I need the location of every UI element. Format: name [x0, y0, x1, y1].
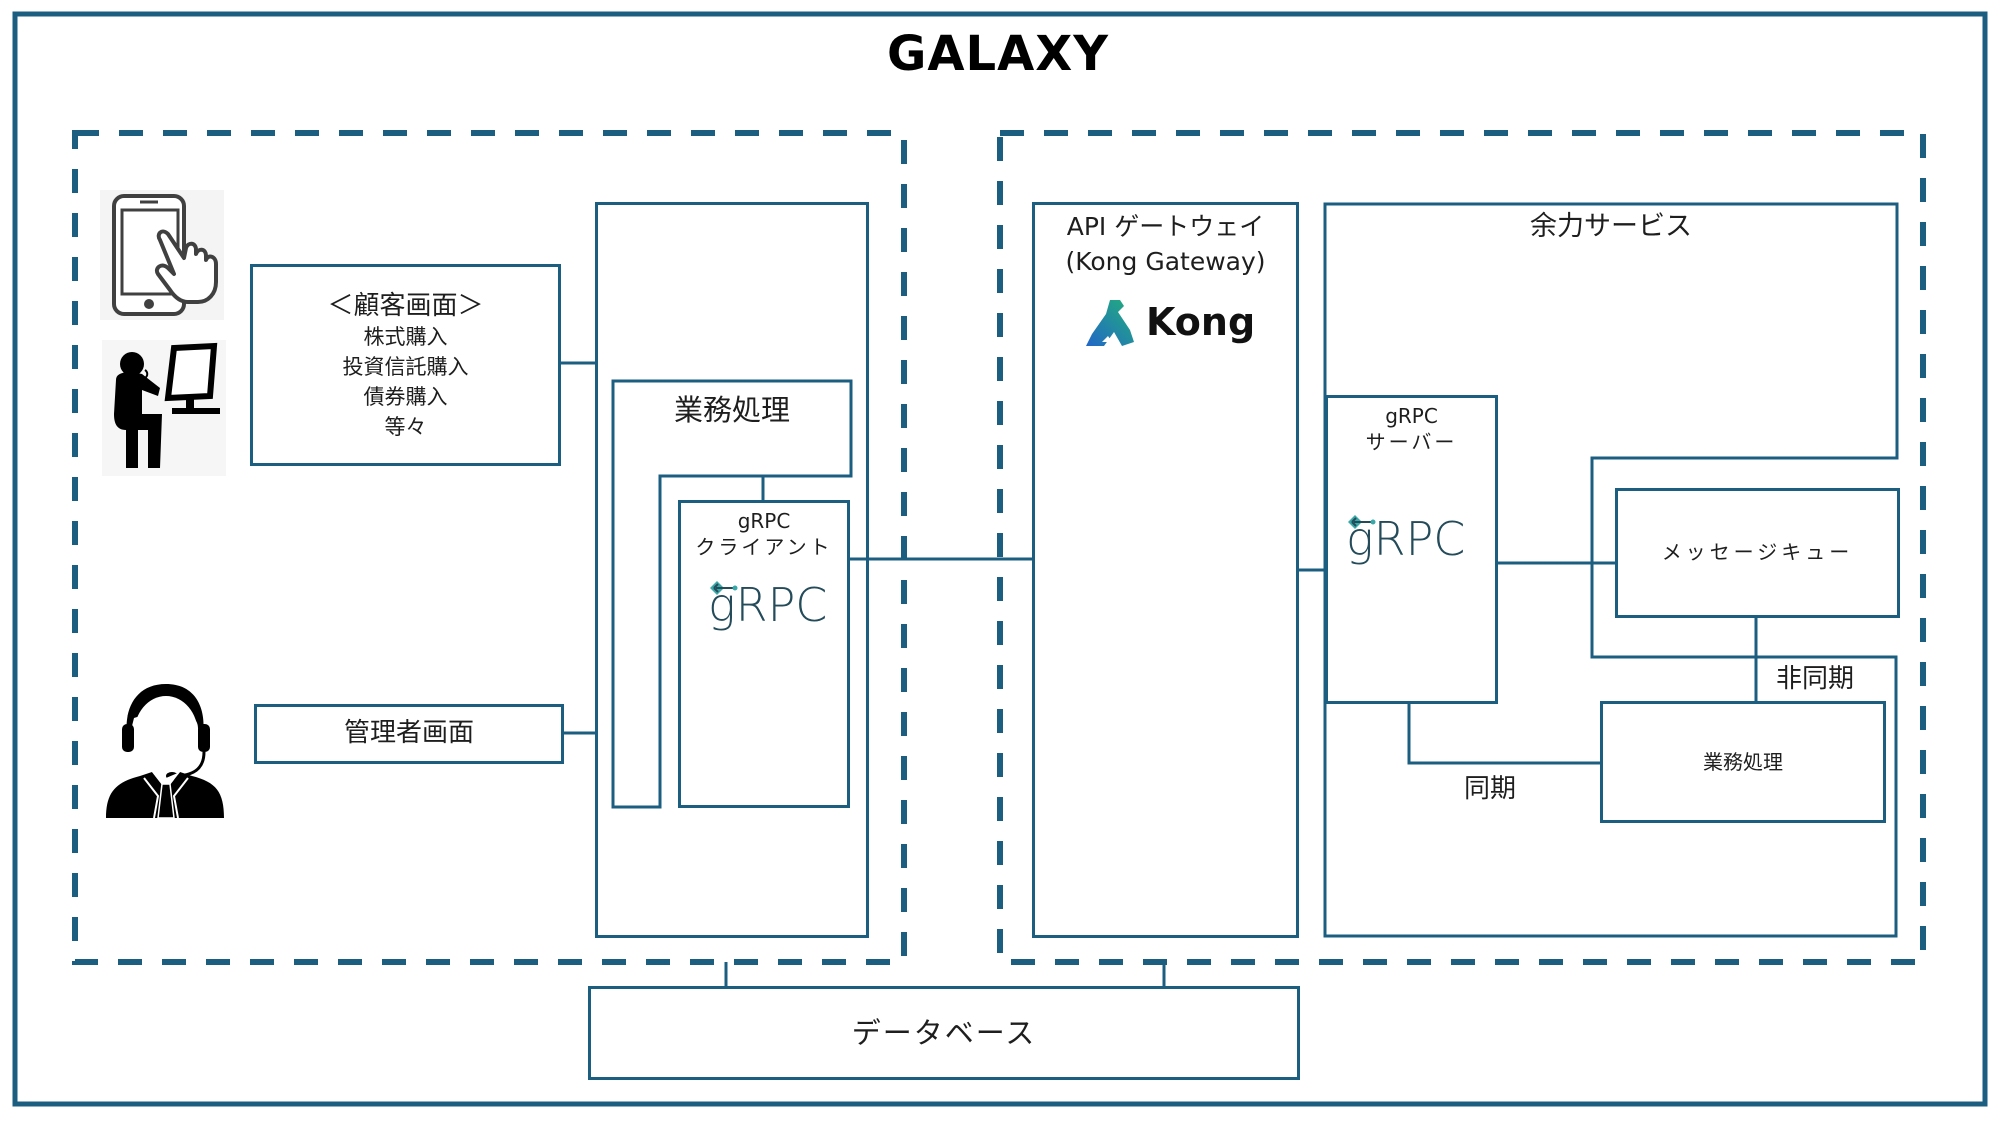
grpc-client-box [678, 500, 850, 808]
diagram-title: GALAXY [886, 26, 1110, 82]
grpc-server-title: gRPC [1385, 404, 1438, 428]
database-label: データベース [851, 1016, 1037, 1050]
grpc-client-title: gRPC [737, 509, 791, 533]
right-business-logic-box [1600, 701, 1886, 823]
left-business-logic-shape [611, 379, 853, 809]
sync-label: 同期 [1463, 774, 1516, 804]
right-business-logic-label: 業務処理 [1703, 750, 1783, 774]
database-box [588, 986, 1300, 1080]
customer-screen-item: 債券購入 [363, 385, 448, 409]
async-label: 非同期 [1775, 664, 1854, 694]
api-gateway-title: API ゲートウェイ [1066, 212, 1265, 241]
sync-connector [1407, 703, 1600, 765]
yoryoku-service-shape [1323, 202, 1899, 938]
admin-screen-box [254, 704, 564, 764]
admin-screen-label: 管理者画面 [343, 718, 474, 748]
customer-screen-item: 投資信託購入 [342, 355, 469, 379]
outer-frame [12, 11, 1988, 1107]
operator-headset-icon [100, 672, 230, 822]
customer-screen-heading: ＜顧客画面＞ [327, 291, 484, 321]
backend-zone-border [997, 130, 1926, 965]
frontend-app-box [595, 202, 869, 938]
grpc-client-subtitle: クライアント [695, 535, 833, 559]
customer-screen-box [250, 264, 561, 466]
smartphone-touch-icon [100, 190, 224, 320]
kong-gorilla-icon [1086, 300, 1134, 346]
kong-logo: Kong [1082, 296, 1256, 352]
api-gateway-subtitle: (Kong Gateway) [1065, 247, 1266, 276]
message-queue-box [1615, 488, 1900, 618]
grpc-logo: gRPC [1340, 508, 1480, 568]
grpc-server-subtitle: サーバー [1365, 430, 1458, 454]
desktop-user-icon [102, 340, 226, 476]
grpc-logo-text: gRPC [1346, 512, 1466, 566]
customer-screen-item: 等々 [384, 415, 427, 439]
kong-logo-text: Kong [1146, 300, 1256, 344]
grpc-server-box [1325, 395, 1498, 704]
grpc-logo: gRPC [702, 574, 842, 634]
customer-screen-item: 株式購入 [363, 325, 448, 349]
message-queue-label: メッセージキュー [1661, 540, 1854, 564]
api-gateway-box [1032, 202, 1299, 938]
left-business-logic-label: 業務処理 [673, 393, 790, 427]
grpc-logo-text: gRPC [708, 578, 828, 632]
yoryoku-service-label: 余力サービス [1530, 211, 1692, 242]
frontend-zone-border [72, 130, 907, 965]
